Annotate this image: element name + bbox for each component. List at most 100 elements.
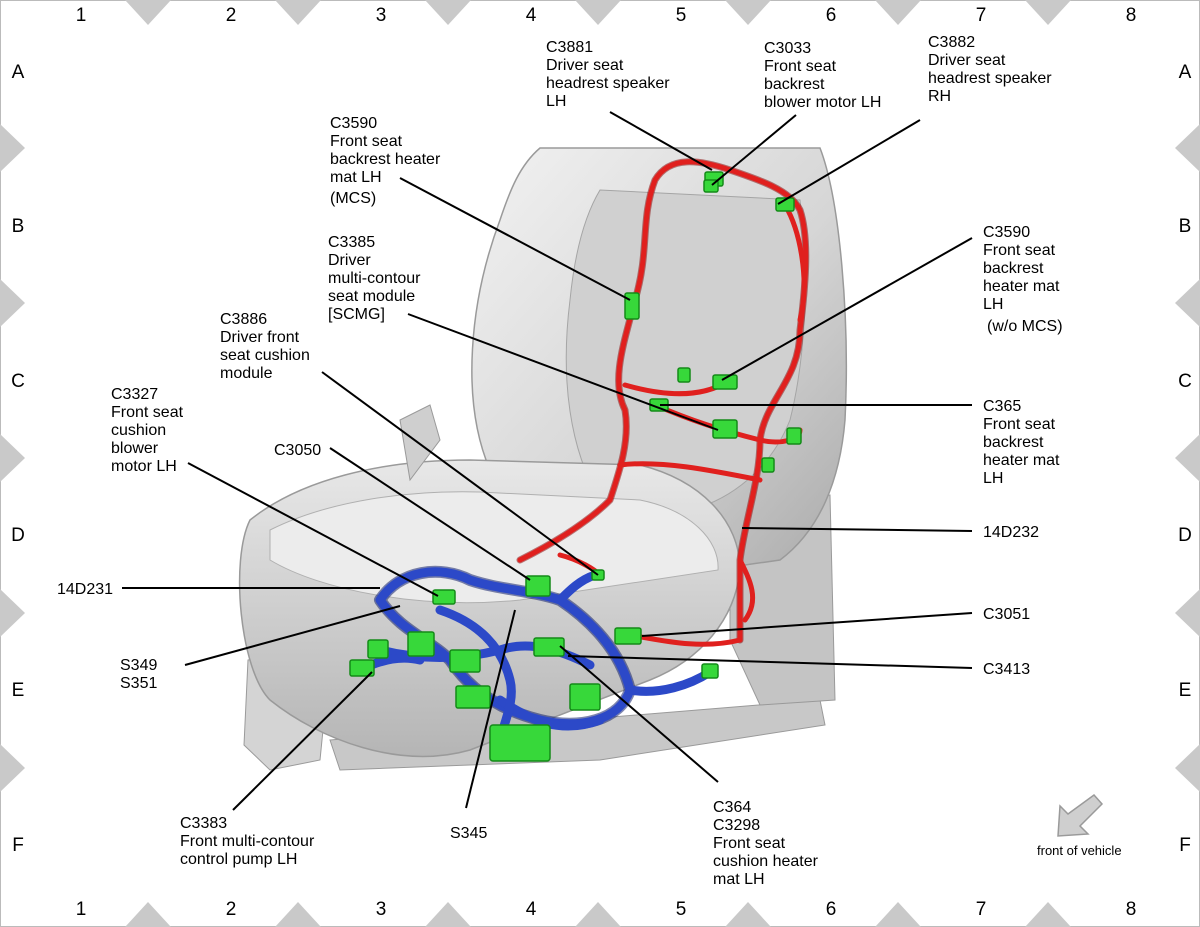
callout-14d231: 14D231 xyxy=(57,581,113,598)
connector-module-1 xyxy=(367,639,389,659)
callout-c3327: C3327 Front seat cushion blower motor LH xyxy=(111,386,184,475)
callout-c3050-line-1: C3050 xyxy=(274,442,321,459)
row-label-c-left: C xyxy=(11,371,25,392)
col-label-3-bottom: 3 xyxy=(376,899,387,920)
callout-c364-c3298: C364 C3298 Front seat cushion heater mat… xyxy=(713,799,819,888)
col-label-5-bottom: 5 xyxy=(676,899,687,920)
callout-c3590-mcs-line-4: mat LH xyxy=(330,169,382,186)
callout-c365-line-5: LH xyxy=(983,470,1003,487)
callout-c3385-line-1: C3385 xyxy=(328,234,375,251)
callout-c364-line-3: Front seat xyxy=(713,835,786,852)
callout-c3882-line-4: RH xyxy=(928,88,951,105)
col-label-2-bottom: 2 xyxy=(226,899,237,920)
row-label-b-left: B xyxy=(12,216,25,237)
callout-c365-line-3: backrest xyxy=(983,434,1044,451)
col-label-5-top: 5 xyxy=(676,5,687,26)
callout-c3590-womcs-line-1: C3590 xyxy=(983,224,1030,241)
connector-c3882 xyxy=(775,197,795,212)
callout-c3033: C3033 Front seat backrest blower motor L… xyxy=(764,40,881,111)
callout-c3385-line-5: [SCMG] xyxy=(328,306,385,323)
callout-14d232-line-1: 14D232 xyxy=(983,524,1039,541)
callout-c3383-line-3: control pump LH xyxy=(180,851,297,868)
col-label-3-top: 3 xyxy=(376,5,387,26)
callout-c364-line-4: cushion heater xyxy=(713,853,819,870)
connector-c3327 xyxy=(432,589,456,605)
callout-c3882-line-3: headrest speaker xyxy=(928,70,1052,87)
callout-c3882: C3882 Driver seat headrest speaker RH xyxy=(928,34,1052,105)
callout-c3590-mcs-line-2: Front seat xyxy=(330,133,403,150)
callout-c3881-line-2: Driver seat xyxy=(546,57,624,74)
callout-c3886-line-3: seat cushion xyxy=(220,347,310,364)
callout-s345: S345 xyxy=(450,825,487,842)
connector-backrest-misc-2 xyxy=(786,427,802,445)
connector-module-6 xyxy=(569,683,601,711)
connector-c3590-mcs xyxy=(624,292,640,320)
callout-c3590-womcs-line-2: Front seat xyxy=(983,242,1056,259)
callout-c3881: C3881 Driver seat headrest speaker LH xyxy=(546,39,670,110)
callout-c3590-womcs-line-5: LH xyxy=(983,296,1003,313)
connector-c3050 xyxy=(525,575,551,597)
callout-s349-s351: S349 S351 xyxy=(120,657,157,692)
row-label-e-left: E xyxy=(12,680,25,701)
callout-c3383-line-2: Front multi-contour xyxy=(180,833,315,850)
col-label-7-bottom: 7 xyxy=(976,899,987,920)
callout-c3385-line-2: Driver xyxy=(328,252,371,269)
col-label-8-bottom: 8 xyxy=(1126,899,1137,920)
row-label-e-right: E xyxy=(1179,680,1192,701)
callout-c3590-womcs-line-3: backrest xyxy=(983,260,1044,277)
connector-module-2 xyxy=(407,631,435,657)
callout-c3385: C3385 Driver multi-contour seat module [… xyxy=(328,234,421,323)
leader-lines xyxy=(122,111,973,811)
callout-c3590-mcs-line-1: C3590 xyxy=(330,115,377,132)
connector-c3051 xyxy=(614,627,642,645)
column-labels: 1 2 3 4 5 6 7 8 1 2 3 4 5 6 7 8 xyxy=(76,5,1137,920)
callout-c364-line-2: C3298 xyxy=(713,817,760,834)
callout-c3590-mcs: C3590 Front seat backrest heater mat LH … xyxy=(330,115,441,207)
callout-c365-line-2: Front seat xyxy=(983,416,1056,433)
callout-c3050: C3050 xyxy=(274,442,321,459)
connector-c3383 xyxy=(349,659,375,677)
callout-c3886-line-4: module xyxy=(220,365,273,382)
callout-c3413-line-1: C3413 xyxy=(983,661,1030,678)
connector-c3413 xyxy=(533,637,565,657)
front-of-vehicle-label: front of vehicle xyxy=(1037,843,1122,858)
callout-c3881-line-1: C3881 xyxy=(546,39,593,56)
callout-c365: C365 Front seat backrest heater mat LH xyxy=(983,398,1060,487)
callout-c3886-line-1: C3886 xyxy=(220,311,267,328)
row-label-a-left: A xyxy=(12,62,25,83)
callout-s345-line-1: S345 xyxy=(450,825,487,842)
connector-module-5 xyxy=(489,724,551,762)
row-label-f-left: F xyxy=(12,835,24,856)
callout-c3327-line-5: motor LH xyxy=(111,458,177,475)
col-label-1-top: 1 xyxy=(76,5,87,26)
seat-lever xyxy=(399,404,441,482)
front-arrow-icon xyxy=(1057,793,1104,837)
callout-c3051-line-1: C3051 xyxy=(983,606,1030,623)
callout-c3881-line-3: headrest speaker xyxy=(546,75,670,92)
connector-module-3 xyxy=(449,649,481,673)
seat-cushion-top xyxy=(269,491,719,604)
callout-c3383-line-1: C3383 xyxy=(180,815,227,832)
callout-c3051: C3051 xyxy=(983,606,1030,623)
callout-c3033-line-3: backrest xyxy=(764,76,825,93)
connector-c364-c3298 xyxy=(701,663,719,679)
row-label-f-right: F xyxy=(1179,835,1191,856)
callout-c3383: C3383 Front multi-contour control pump L… xyxy=(180,815,315,868)
callout-c3882-line-2: Driver seat xyxy=(928,52,1006,69)
row-label-d-left: D xyxy=(11,525,25,546)
callout-c3327-line-1: C3327 xyxy=(111,386,158,403)
callout-c3385-line-4: seat module xyxy=(328,288,415,305)
callout-c3886-line-2: Driver front xyxy=(220,329,300,346)
callout-c3327-line-2: Front seat xyxy=(111,404,184,421)
col-label-1-bottom: 1 xyxy=(76,899,87,920)
row-label-b-right: B xyxy=(1179,216,1192,237)
callout-14d232: 14D232 xyxy=(983,524,1039,541)
callout-c3886: C3886 Driver front seat cushion module xyxy=(220,311,310,382)
callout-c365-line-1: C365 xyxy=(983,398,1021,415)
callout-c364-line-1: C364 xyxy=(713,799,751,816)
callout-c3590-womcs-line-4: heater mat xyxy=(983,278,1060,295)
callout-c3413: C3413 xyxy=(983,661,1030,678)
col-label-2-top: 2 xyxy=(226,5,237,26)
col-label-6-top: 6 xyxy=(826,5,837,26)
